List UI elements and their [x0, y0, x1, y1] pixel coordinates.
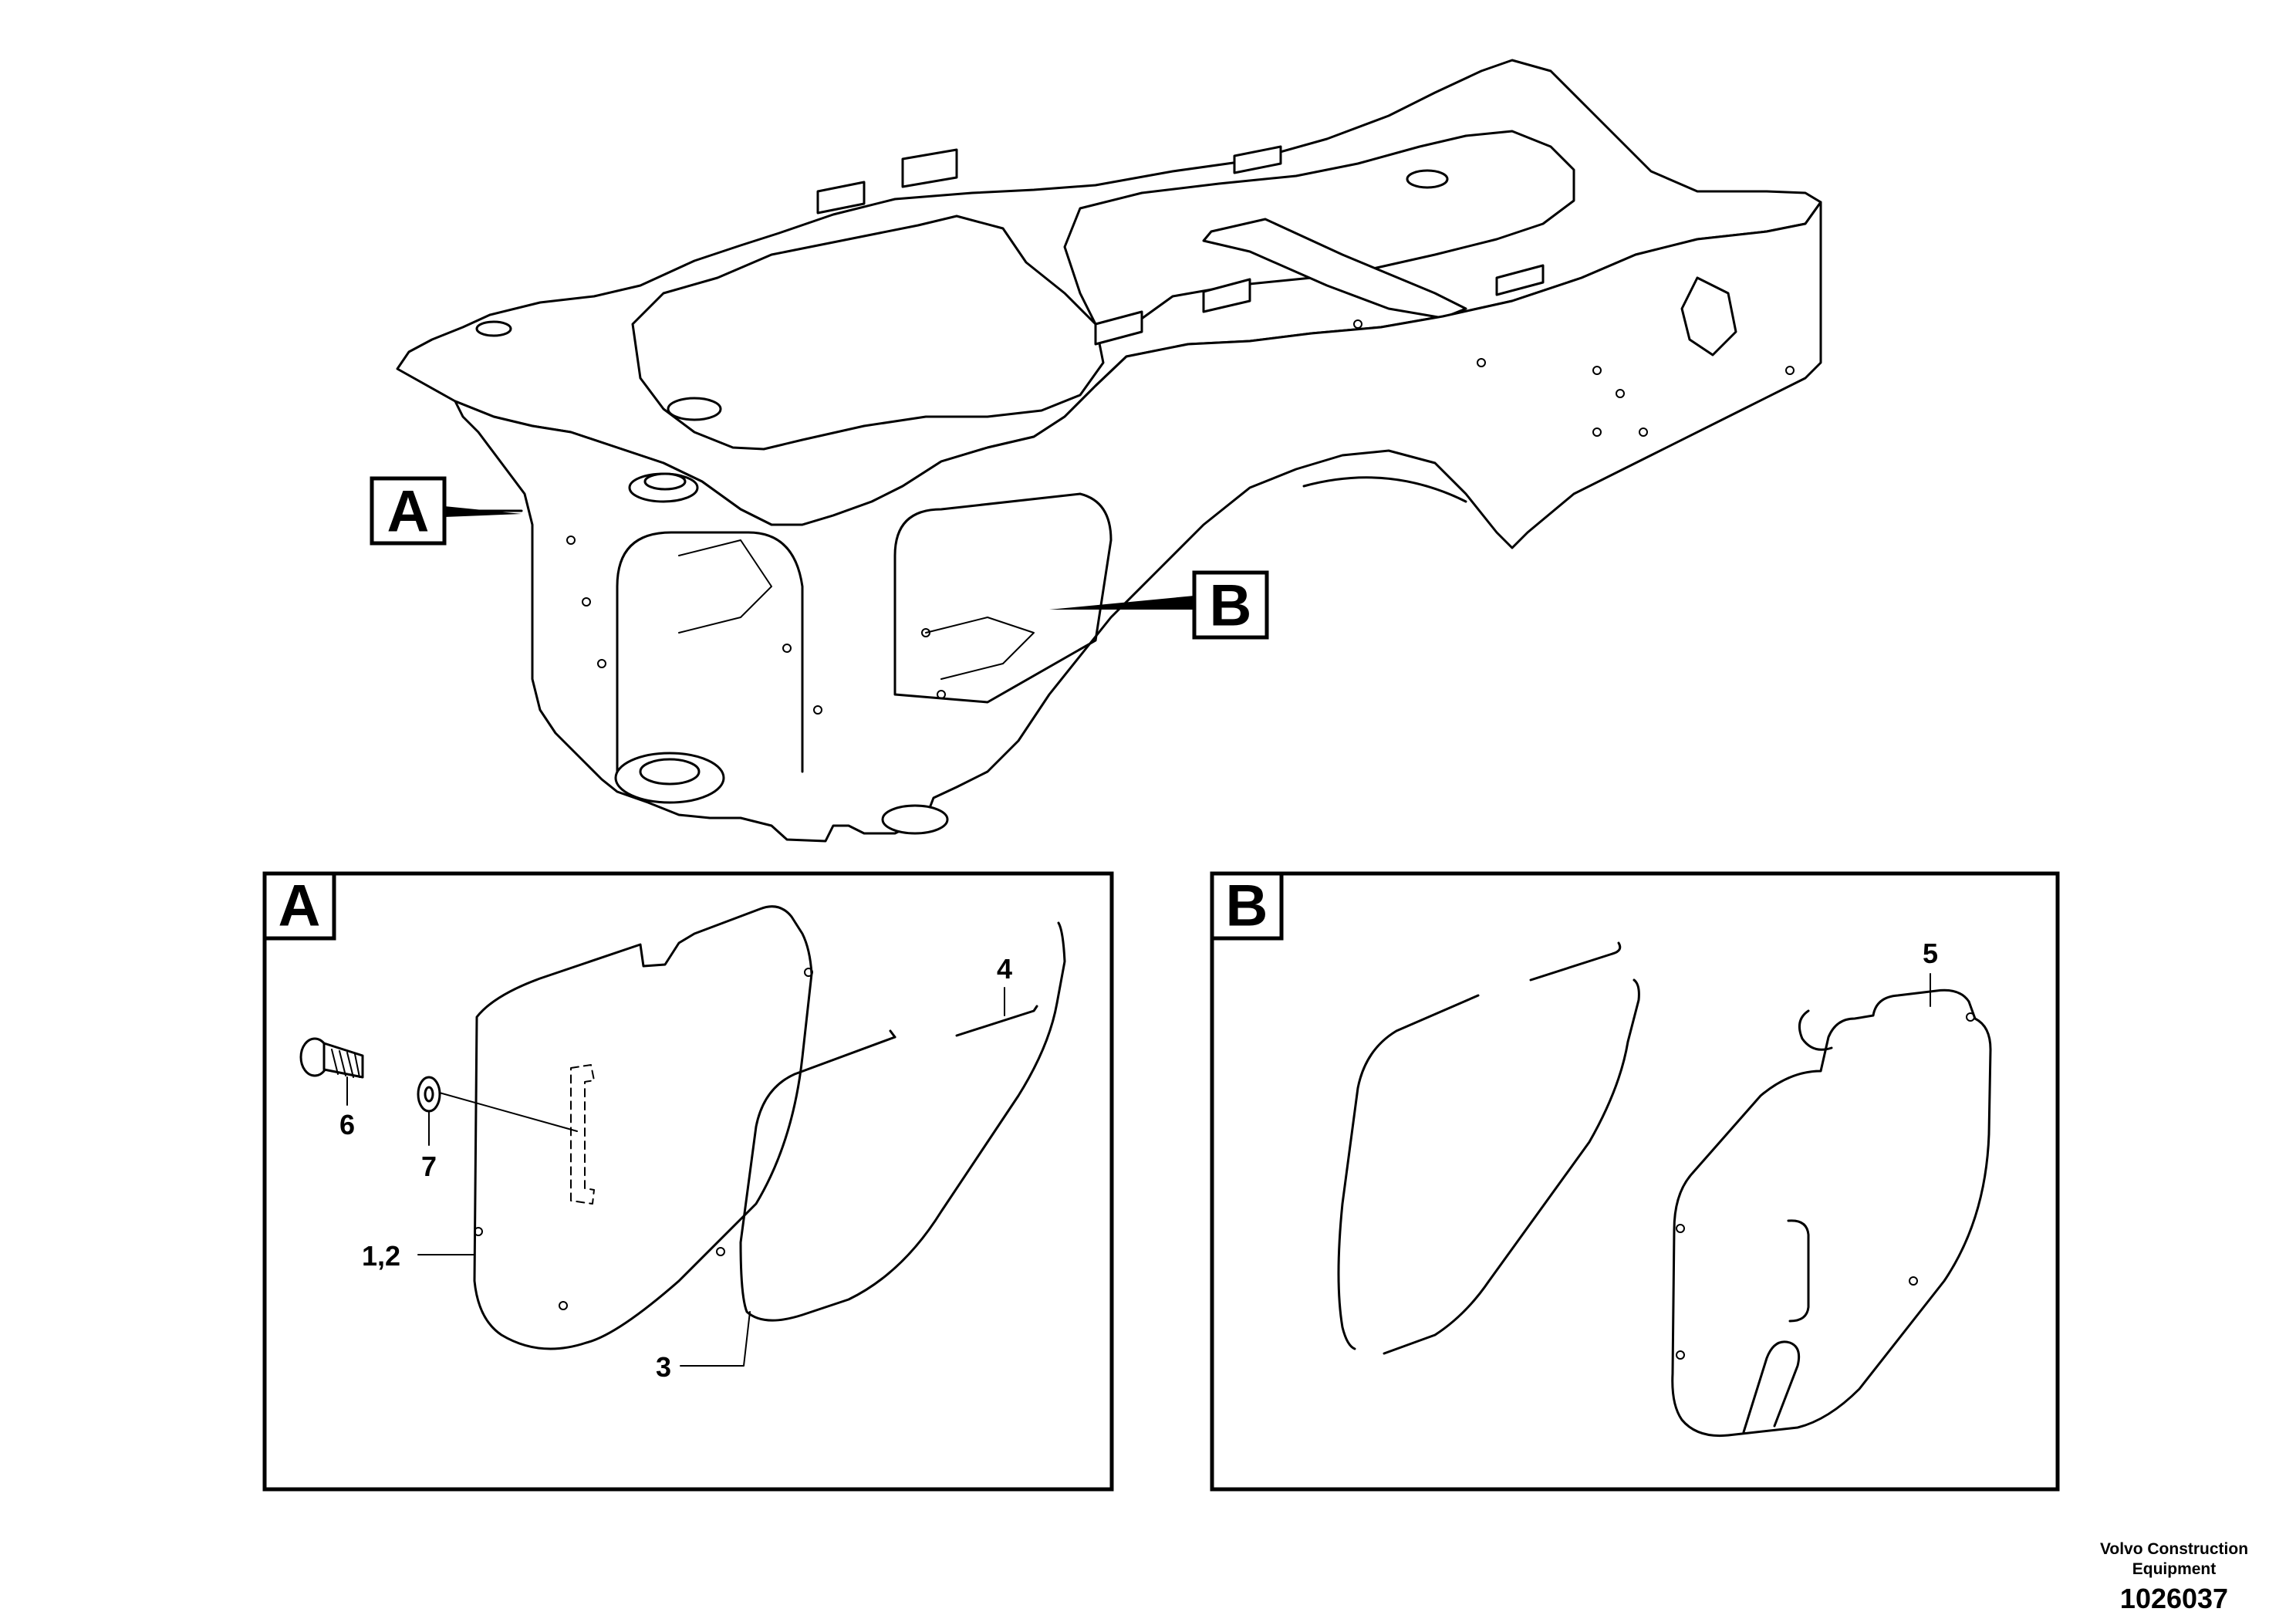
clip-b [1798, 1009, 1833, 1051]
rear-frame-illustration [396, 59, 1822, 843]
marker-a-arrow [444, 506, 522, 517]
detail-b-heading: B [1226, 874, 1268, 939]
footer: Volvo Construction Equipment 1026037 [2100, 1540, 2248, 1614]
bolt-icon [299, 1037, 364, 1079]
cover-plate-b [1671, 988, 1992, 1438]
marker-a-letter: A [387, 479, 430, 545]
marker-a: A [370, 476, 523, 546]
detail-a-panel: A 4 6 7 1 [262, 871, 1114, 1492]
gasket-a [739, 921, 1066, 1322]
callout-7: 7 [421, 1151, 437, 1182]
callout-5: 5 [1923, 938, 1938, 969]
gasket-b-top [1529, 941, 1622, 982]
handle-b [1787, 1219, 1810, 1323]
marker-b: B [1049, 570, 1269, 640]
callout-1-2: 1,2 [362, 1240, 400, 1272]
marker-a-box [370, 476, 447, 546]
marker-b-letter: B [1210, 573, 1252, 639]
callout-4: 4 [997, 953, 1012, 985]
callout-6: 6 [339, 1109, 355, 1140]
gasket-b-left [1337, 994, 1480, 1350]
detail-b-panel: B 5 [1210, 871, 2060, 1492]
document-number: 1026037 [2120, 1583, 2228, 1614]
washer-icon [417, 1076, 441, 1113]
gasket-strip-4 [955, 1005, 1038, 1037]
callout-3: 3 [656, 1351, 671, 1383]
brand-line-1: Volvo Construction [2100, 1540, 2248, 1558]
marker-b-arrow [1049, 596, 1194, 610]
detail-a-heading: A [279, 874, 321, 939]
handle-outline-a [570, 1064, 595, 1205]
fastener-axis-a [422, 1087, 578, 1132]
detail-a-label-box [262, 871, 336, 941]
cover-plate-a [473, 905, 813, 1350]
brand-line-2: Equipment [2132, 1560, 2217, 1578]
gasket-b-right [1383, 978, 1640, 1355]
detail-b-label-box [1210, 871, 1284, 941]
